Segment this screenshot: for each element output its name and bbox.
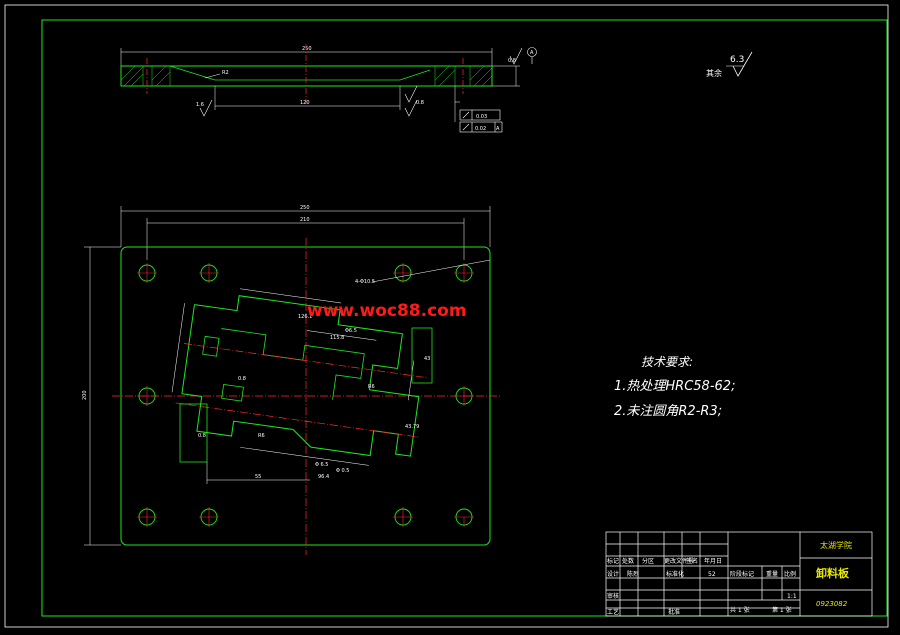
datum-label: A: [530, 50, 534, 56]
header-mark: 标记: [607, 557, 619, 565]
section-radius-note: R2: [222, 70, 229, 76]
plan-width-holes: 210: [300, 217, 310, 223]
plan-view: 250 210 200: [82, 205, 500, 555]
inner-frame: [41, 19, 888, 617]
drawing-number: 0923082: [816, 600, 848, 608]
std-label: 标准化: [666, 570, 684, 578]
plan-height-overall: 200: [82, 390, 88, 400]
plan-dim-9: 96.4: [318, 474, 329, 480]
plan-dim-7: Φ 6.5: [315, 462, 328, 468]
surface-finish-value: 6.3: [730, 55, 744, 65]
tech-req-title: 技术要求:: [641, 355, 693, 369]
plan-dim-6: 0.8: [198, 433, 206, 439]
watermark-text: www.woc88.com: [307, 301, 467, 321]
designer-name: 陈烈: [627, 570, 639, 578]
plan-dim-1: 126.1: [298, 314, 312, 320]
plan-dim-11: 43.79: [405, 424, 419, 430]
header-date: 年月日: [704, 557, 722, 565]
plan-dim-4: R6: [368, 384, 375, 390]
cavity-profile: [171, 288, 427, 466]
tolerance-parallel: 0.02: [475, 126, 486, 132]
stage-mark-col: 阶段标记: [730, 570, 754, 578]
process-label: 工艺: [607, 608, 619, 616]
title-block: 太湖学院 卸料板 0923082 标记 处数 分区 更改文件号 签名 年月日 设…: [605, 531, 873, 617]
roughness-1: 1.6: [196, 102, 204, 108]
outer-frame: [4, 4, 889, 628]
designer-label: 设计: [607, 570, 619, 578]
plan-dim-13: 0.8: [238, 376, 246, 382]
surface-finish-note: 其余 6.3: [706, 51, 753, 78]
header-doc: 更改文件号: [664, 557, 694, 565]
plan-dim-5: 43: [424, 356, 430, 362]
tech-req-line1: 1.热处理HRC58-62;: [614, 379, 735, 394]
sheet-number: 第 1 张: [772, 606, 792, 614]
approve-label: 批准: [668, 608, 680, 616]
weight-col: 重量: [766, 570, 778, 578]
section-view: 250 120 R2: [120, 44, 537, 133]
material-value: 52: [708, 571, 716, 578]
scale-col: 比例: [784, 570, 796, 578]
plan-dim-labels: 126.1 Φ6.5 115.8 R6 43 0.8 Φ 6.5 Φ 0.5 9…: [198, 314, 430, 480]
header-count: 处数: [622, 557, 634, 565]
plan-width-overall: 250: [300, 205, 310, 211]
sheets-total: 共 1 张: [730, 606, 750, 614]
surface-finish-label: 其余: [706, 68, 722, 78]
section-overall-dim: 250: [302, 46, 312, 52]
tech-req-line2: 2.未注圆角R2-R3;: [614, 404, 722, 419]
header-sign: 签名: [686, 557, 698, 565]
roughness-3: 0.8: [508, 58, 516, 64]
school-name: 太湖学院: [820, 540, 852, 550]
plan-dim-2: Φ6.5: [345, 328, 357, 334]
plan-dim-3: 115.8: [330, 335, 344, 341]
header-zone: 分区: [642, 557, 654, 565]
check-label: 审核: [607, 592, 619, 600]
technical-requirements: 技术要求: 1.热处理HRC58-62; 2.未注圆角R2-R3;: [614, 355, 735, 419]
section-inner-dim: 120: [300, 100, 310, 106]
plan-dim-8: Φ 0.5: [336, 468, 349, 474]
roughness-2: 0.8: [416, 100, 424, 106]
hole-note: 4-Φ10.5: [355, 279, 375, 285]
scale-value: 1:1: [787, 593, 797, 600]
plan-dim-12: R6: [258, 433, 265, 439]
tolerance-flatness: 0.03: [476, 114, 487, 120]
part-name: 卸料板: [816, 566, 850, 580]
plan-dim-10: 55: [255, 474, 261, 480]
tolerance-datum: A: [496, 126, 500, 132]
